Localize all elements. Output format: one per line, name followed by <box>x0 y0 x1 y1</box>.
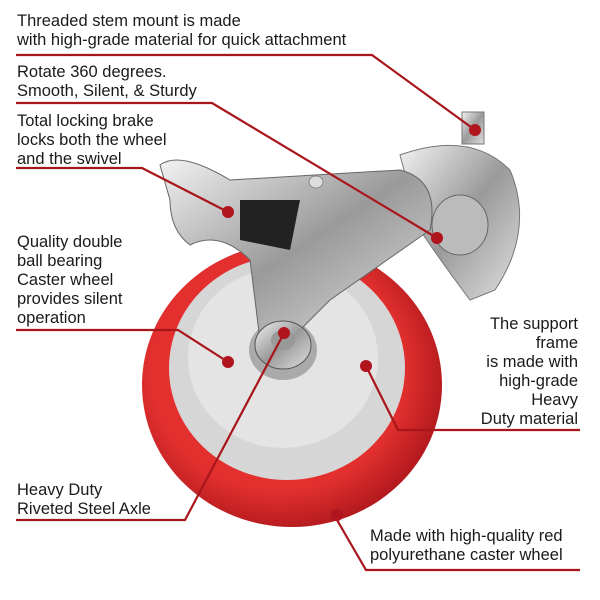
callout-dots <box>222 124 481 521</box>
callout-line-brake <box>16 166 229 213</box>
callout-axle: Heavy Duty Riveted Steel Axle <box>17 481 151 518</box>
callout-line-frame <box>365 365 580 432</box>
callout-bearing: Quality double ball bearing Caster wheel… <box>17 233 123 327</box>
callout-stem: Threaded stem mount is made with high-gr… <box>17 12 347 49</box>
caster-bracket <box>159 111 521 370</box>
callout-wheel: Made with high-quality red polyurethane … <box>370 527 563 564</box>
callout-rotate: Rotate 360 degrees. Smooth, Silent, & St… <box>17 63 197 100</box>
callout-lines <box>16 53 580 572</box>
callout-line-rotate <box>16 101 438 239</box>
callout-frame: The support frame is made with high-grad… <box>480 315 578 428</box>
callout-line-axle <box>16 332 285 522</box>
callout-line-stem <box>16 53 476 131</box>
callout-brake: Total locking brake locks both the wheel… <box>17 112 167 168</box>
callout-line-bearing <box>16 328 229 363</box>
callout-line-wheel <box>336 519 580 572</box>
